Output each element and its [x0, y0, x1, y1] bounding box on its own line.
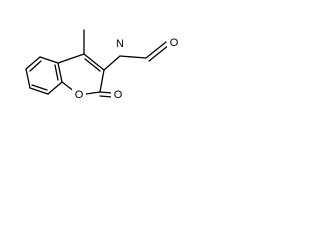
ring-oxygen-label: O [75, 89, 84, 101]
aromatic-double-bond-c4a-c8a [54, 64, 59, 81]
bond-formyl-carbon-oxygen [145, 41, 167, 59]
formyl-oxygen-label: O [170, 37, 179, 49]
aromatic-double-bond-c8-c7 [29, 60, 42, 72]
bond-c4a-c8a [57, 62, 63, 83]
chemical-structure: N O O O [25, 29, 181, 102]
substituents [83, 29, 170, 98]
carbonyl-bond-upper [99, 91, 113, 94]
pyrone-ring [57, 53, 105, 96]
atom-labels: N O O O [72, 36, 181, 102]
bond-c5-c4a [47, 81, 63, 95]
aromatic-double-bond-c6-c5 [31, 84, 48, 91]
bond-c7-c6 [25, 68, 31, 89]
lactone-carbonyl-oxygen-mask [111, 88, 125, 102]
bond-c3-c2 [99, 69, 105, 93]
bond-c6-c5 [29, 87, 49, 95]
ring-oxygen-mask [72, 88, 86, 102]
double-bond-c4-c3 [84, 58, 101, 72]
bond-nitrogen-formyl-carbon [119, 55, 147, 59]
bond-c3-nitrogen [103, 55, 121, 71]
benzene-ring [25, 56, 63, 95]
amide-nitrogen-mask [113, 37, 127, 51]
bond-c8a-c4 [57, 53, 85, 64]
double-bond-formyl-carbon-oxygen [148, 44, 170, 62]
formyl-oxygen-mask [167, 36, 181, 50]
amide-nitrogen-label: N [116, 38, 124, 50]
bond-c8-c7 [25, 56, 41, 70]
carbonyl-bond-lower [99, 95, 113, 98]
bond-c8a-c8 [39, 56, 59, 64]
lactone-carbonyl-oxygen-label: O [114, 89, 123, 101]
bond-c4-c3 [83, 53, 105, 71]
